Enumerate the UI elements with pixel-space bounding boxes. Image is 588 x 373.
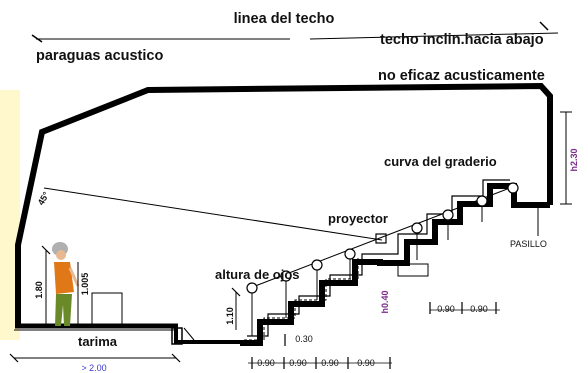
person-figure bbox=[52, 242, 80, 326]
roof-line-label: linea del techo bbox=[234, 11, 335, 27]
not-effective-label: no eficaz acusticamente bbox=[378, 68, 545, 84]
upper-run-dim-2: 0.90 bbox=[470, 304, 488, 314]
person-arm bbox=[68, 267, 80, 287]
landing-box bbox=[397, 263, 429, 277]
acoustic-umbrella-label: paraguas acustico bbox=[36, 48, 163, 64]
stage-box bbox=[91, 292, 123, 327]
run-dim-4: 0.90 bbox=[357, 358, 375, 368]
person-height-label: 1.80 bbox=[34, 281, 44, 299]
run-dim-3: 0.90 bbox=[321, 358, 339, 368]
stairs-inner-line bbox=[247, 179, 510, 337]
stage-label: tarima bbox=[78, 334, 118, 349]
eye-marker-6 bbox=[442, 209, 454, 221]
rise-dim: 0.30 bbox=[295, 334, 313, 344]
roof-line-right bbox=[309, 32, 559, 40]
upper-run-ticks bbox=[429, 302, 497, 314]
sightline bbox=[249, 185, 516, 289]
roof-tick-right bbox=[539, 21, 549, 31]
projector-label: proyector bbox=[328, 211, 388, 226]
person-pants bbox=[55, 294, 72, 326]
person-eye-label: 1.005 bbox=[80, 273, 90, 296]
building-shell bbox=[15, 82, 553, 325]
seat-posts bbox=[251, 193, 514, 336]
person-shirt bbox=[54, 262, 74, 294]
projector-line bbox=[43, 187, 383, 241]
purple-rise-label: h0.40 bbox=[380, 290, 390, 313]
stairs-dashed bbox=[244, 258, 359, 341]
roof-tick-left bbox=[31, 34, 43, 43]
right-height-label: h2.30 bbox=[569, 148, 579, 171]
eye-marker-8 bbox=[507, 182, 519, 194]
run-dim-1: 0.90 bbox=[257, 358, 275, 368]
person-head bbox=[56, 250, 66, 260]
pit-marker bbox=[171, 327, 183, 345]
eye-marker-4 bbox=[344, 248, 356, 260]
eye-marker-1 bbox=[246, 282, 258, 294]
run-dim-2: 0.90 bbox=[289, 358, 307, 368]
eye-marker-7 bbox=[476, 195, 488, 207]
stage-width-label: > 2.00 bbox=[81, 363, 106, 373]
roof-angle-label: 45° bbox=[36, 190, 52, 207]
pit bbox=[174, 326, 240, 344]
seating-stairs bbox=[240, 183, 550, 346]
eye-marker-5 bbox=[411, 222, 423, 234]
run-ticks bbox=[251, 357, 391, 369]
aisle-label: PASILLO bbox=[510, 239, 547, 249]
projector-icon bbox=[375, 233, 387, 244]
upper-run-dim-1: 0.90 bbox=[437, 304, 455, 314]
roof-tilted-label: techo inclin.hacia abajo bbox=[380, 32, 544, 48]
eye-height-value: 1.10 bbox=[225, 307, 235, 325]
eye-marker-3 bbox=[311, 259, 323, 271]
tier-curve-label: curva del graderio bbox=[384, 154, 497, 169]
eye-height-label: altura de ojos bbox=[215, 267, 300, 282]
